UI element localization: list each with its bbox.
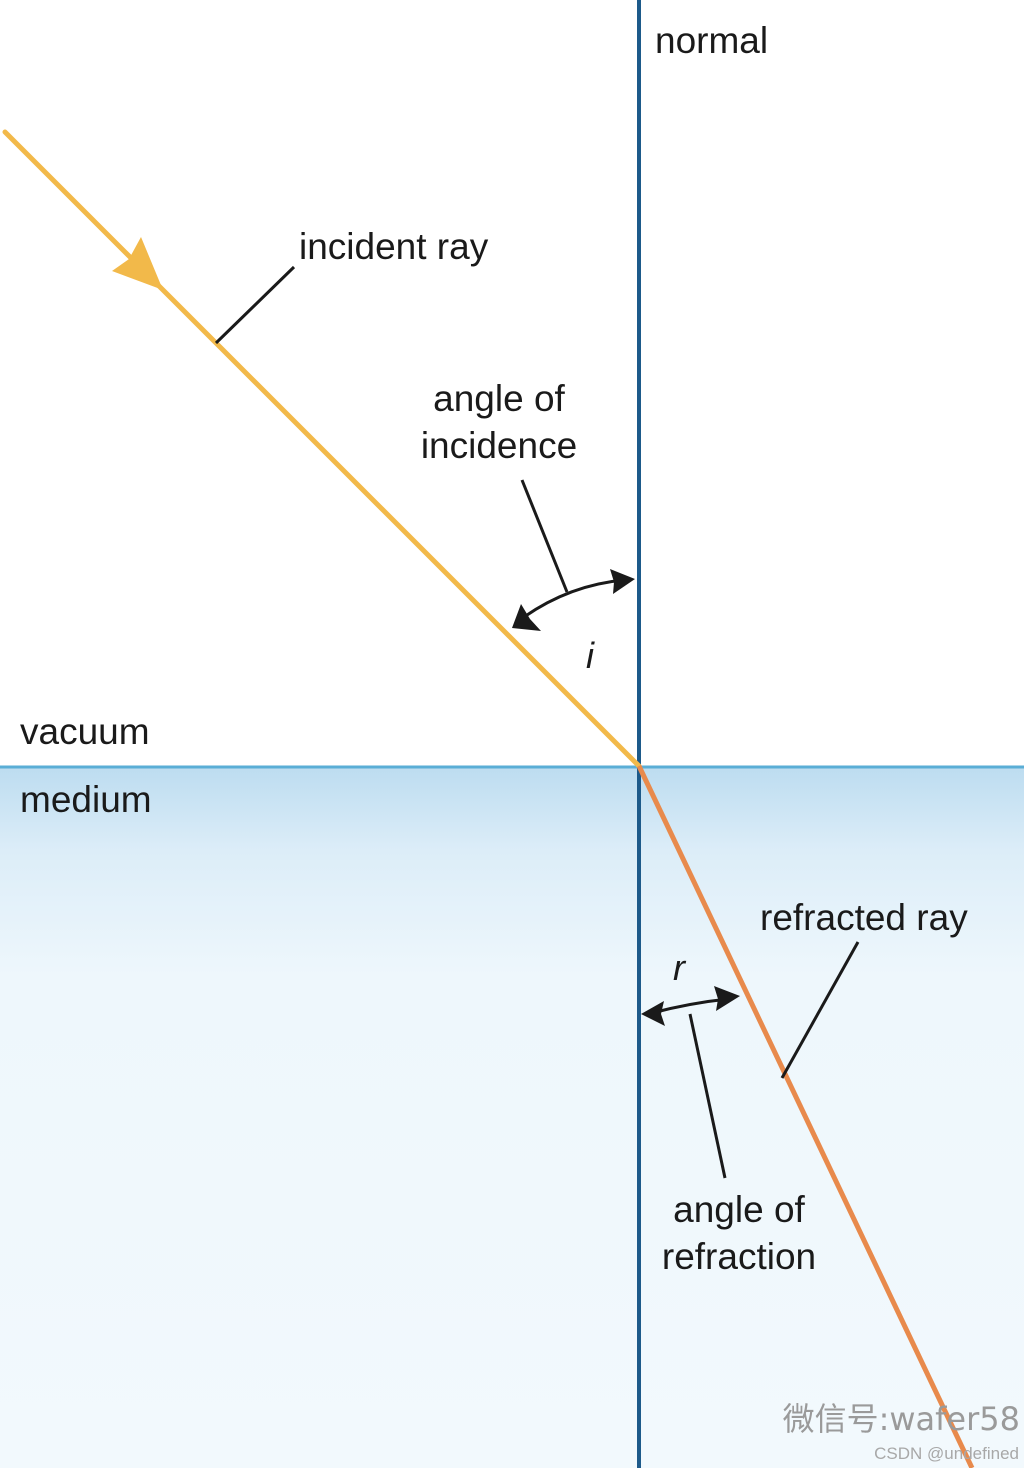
incidence-arc-arrow-left-icon (512, 604, 541, 631)
vacuum-label: vacuum (20, 711, 150, 752)
angle-of-incidence-label-line1: angle of (433, 378, 565, 419)
refraction-arc-arrow-right-icon (714, 986, 740, 1011)
angle-of-refraction-label-line2: refraction (662, 1236, 816, 1277)
refracted-ray-leader (780, 941, 860, 1079)
angle-of-refraction-leader (688, 1013, 727, 1179)
incident-ray-label: incident ray (299, 226, 489, 267)
incident-ray-arrow-icon (112, 237, 163, 290)
incidence-angle-symbol: i (586, 635, 595, 676)
angle-of-incidence-arc (523, 578, 625, 619)
refracted-ray-label: refracted ray (760, 897, 968, 938)
incident-ray (2, 129, 642, 769)
incidence-arc-arrow-right-icon (610, 569, 635, 594)
refraction-arc-arrow-left-icon (641, 1001, 665, 1026)
medium-label: medium (20, 779, 152, 820)
refraction-angle-symbol: r (673, 947, 687, 988)
watermark-sub: CSDN @undefined (874, 1444, 1019, 1463)
incident-ray-leader (214, 265, 296, 345)
watermark-main: 微信号:wafer58 (783, 1400, 1020, 1438)
angle-of-incidence-leader (520, 479, 569, 593)
angle-of-incidence-label-line2: incidence (421, 425, 577, 466)
refracted-ray (636, 764, 975, 1468)
medium-region (0, 766, 1024, 1468)
angle-of-refraction-label-line1: angle of (673, 1189, 805, 1230)
normal-label: normal (655, 20, 768, 61)
